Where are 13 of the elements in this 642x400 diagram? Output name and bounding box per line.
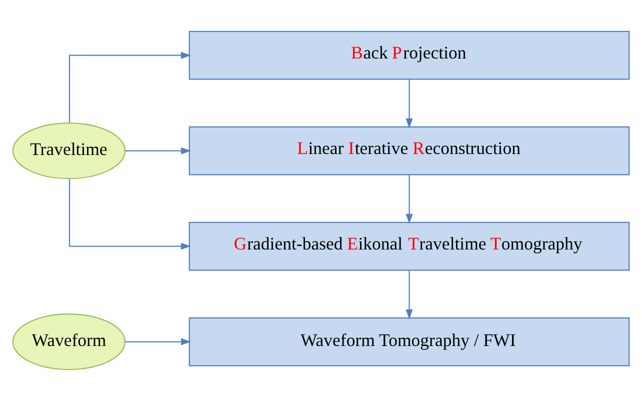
arrow	[68, 178, 191, 250]
node-ellipse: Waveform	[12, 312, 126, 370]
arrow	[125, 146, 192, 154]
arrow	[406, 270, 413, 319]
node-box: Back Projection	[188, 30, 630, 80]
arrow	[68, 51, 191, 122]
node-box: Gradient-based Eikonal Traveltime Tomography	[188, 221, 630, 270]
arrow	[125, 338, 192, 345]
node-box: Linear Iterative Reconstruction	[188, 126, 630, 175]
arrow	[406, 78, 413, 128]
arrow	[406, 174, 413, 224]
node-box: Waveform Tomography / FWI	[188, 316, 630, 366]
node-ellipse: Traveltime	[12, 122, 126, 179]
